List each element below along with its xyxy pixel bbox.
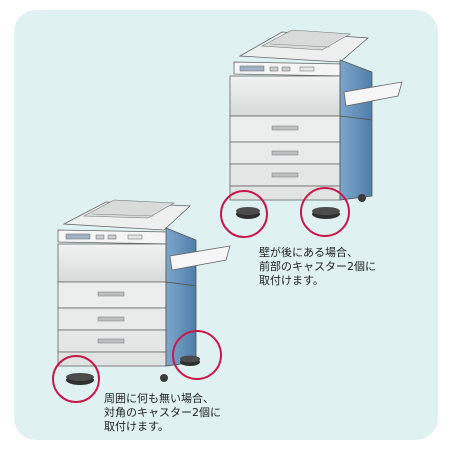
caption-line: 周囲に何も無い場合、	[104, 392, 214, 405]
caster-highlight-diagonal-front	[52, 355, 100, 403]
illustration-panel: 壁が後にある場合、 前部のキャスター2個に 取付けます。 周囲に何も無い場合、 …	[14, 10, 438, 440]
copier-nothing-around	[52, 199, 231, 403]
caption-nothing-around: 周囲に何も無い場合、 対角のキャスター2個に 取付けます。	[104, 392, 221, 434]
caster-highlight-diagonal-rear	[172, 330, 222, 380]
caption-line: 壁が後にある場合、	[259, 246, 358, 259]
caption-wall-behind: 壁が後にある場合、 前部のキャスター2個に 取付けます。	[259, 246, 376, 288]
copier-illustration	[52, 29, 403, 403]
copier-wall-behind	[220, 29, 403, 238]
caption-line: 対角のキャスター2個に	[104, 406, 221, 419]
caster-highlight-front-right	[300, 187, 350, 237]
caption-line: 前部のキャスター2個に	[259, 260, 376, 273]
caster-highlight-front-left	[220, 190, 268, 238]
caption-line: 取付けます。	[104, 420, 169, 433]
caption-line: 取付けます。	[259, 274, 324, 287]
